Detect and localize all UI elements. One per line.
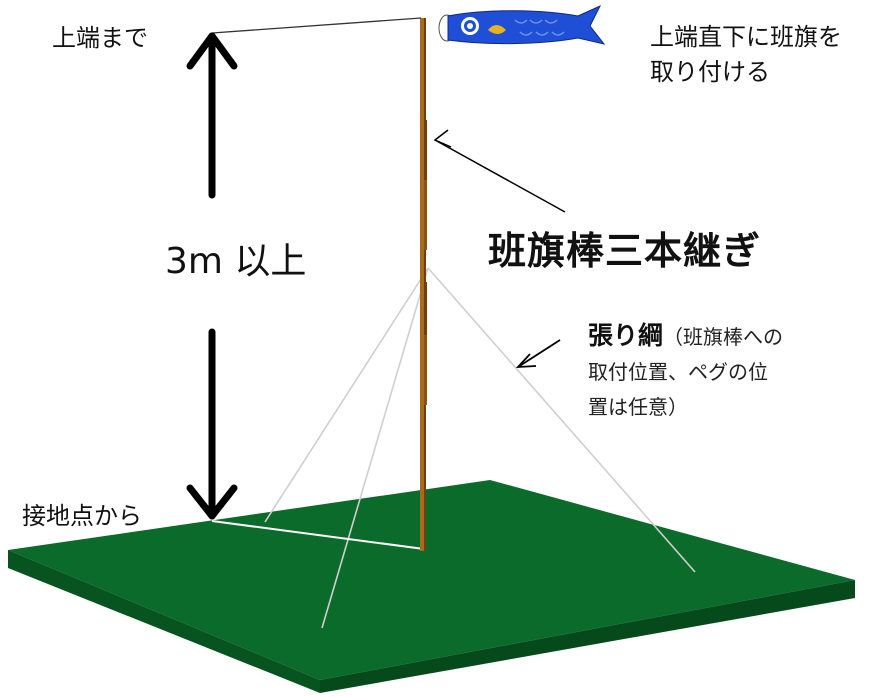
guy-pointer-shaft <box>517 339 561 368</box>
flag-eye-pupil <box>467 23 473 29</box>
flag-note-label: 上端直下に班旗を 取り付ける <box>650 20 842 90</box>
pole-pointer-arrow <box>433 129 566 213</box>
guy-lines <box>264 267 696 629</box>
ground-platform <box>8 480 855 693</box>
pole-pointer-shaft <box>434 139 566 213</box>
guy-line-front <box>321 267 429 629</box>
guy-note-line-1: （班旗棒への <box>663 325 784 349</box>
height-arrow-up <box>186 32 238 199</box>
flag-gold-mark <box>488 25 506 34</box>
flag-note-line-1: 上端直下に班旗を <box>650 23 842 51</box>
guy-line-left <box>264 267 429 523</box>
pole-joint-3 <box>424 282 427 352</box>
ground-top <box>8 480 855 680</box>
guy-line-label: 張り綱（班旗棒への 取付位置、ペグの位 置は任意） <box>588 318 783 425</box>
pole <box>420 18 427 551</box>
flag-body <box>447 4 606 45</box>
guy-title: 張り綱 <box>588 321 664 350</box>
pole-joint-4 <box>424 335 427 405</box>
guy-pointer-arrow <box>515 339 561 369</box>
flag-note-line-2: 取り付ける <box>650 58 770 86</box>
top-end-leader-line <box>211 17 422 34</box>
pole-name-label: 班旗棒三本継ぎ <box>488 229 762 273</box>
koinobori-flag-icon <box>438 4 606 45</box>
pole-joint-1 <box>424 120 427 182</box>
pole-joint-2 <box>424 180 427 250</box>
pole-pointer-head <box>433 129 452 148</box>
ground-distance-line <box>211 520 425 550</box>
guy-pointer-head <box>515 353 537 369</box>
height-arrow-up-head <box>186 32 238 70</box>
flag-scale-1 <box>514 19 565 36</box>
height-arrow-down <box>186 328 238 520</box>
guy-line-first-row: 張り綱（班旗棒への <box>588 318 783 355</box>
height-label: 3m 以上 <box>165 241 307 282</box>
ground-front-left <box>8 550 320 693</box>
guy-note-line-2: 取付位置、ペグの位 <box>588 360 768 384</box>
guy-note-line-3: 置は任意） <box>588 395 688 419</box>
ground-front-right <box>320 580 855 693</box>
top-end-label: 上端まで <box>52 24 148 52</box>
guy-line-right <box>427 267 696 573</box>
ground-point-label: 接地点から <box>22 502 142 530</box>
pole-shaft <box>420 18 426 551</box>
height-arrow-down-head <box>186 484 238 520</box>
